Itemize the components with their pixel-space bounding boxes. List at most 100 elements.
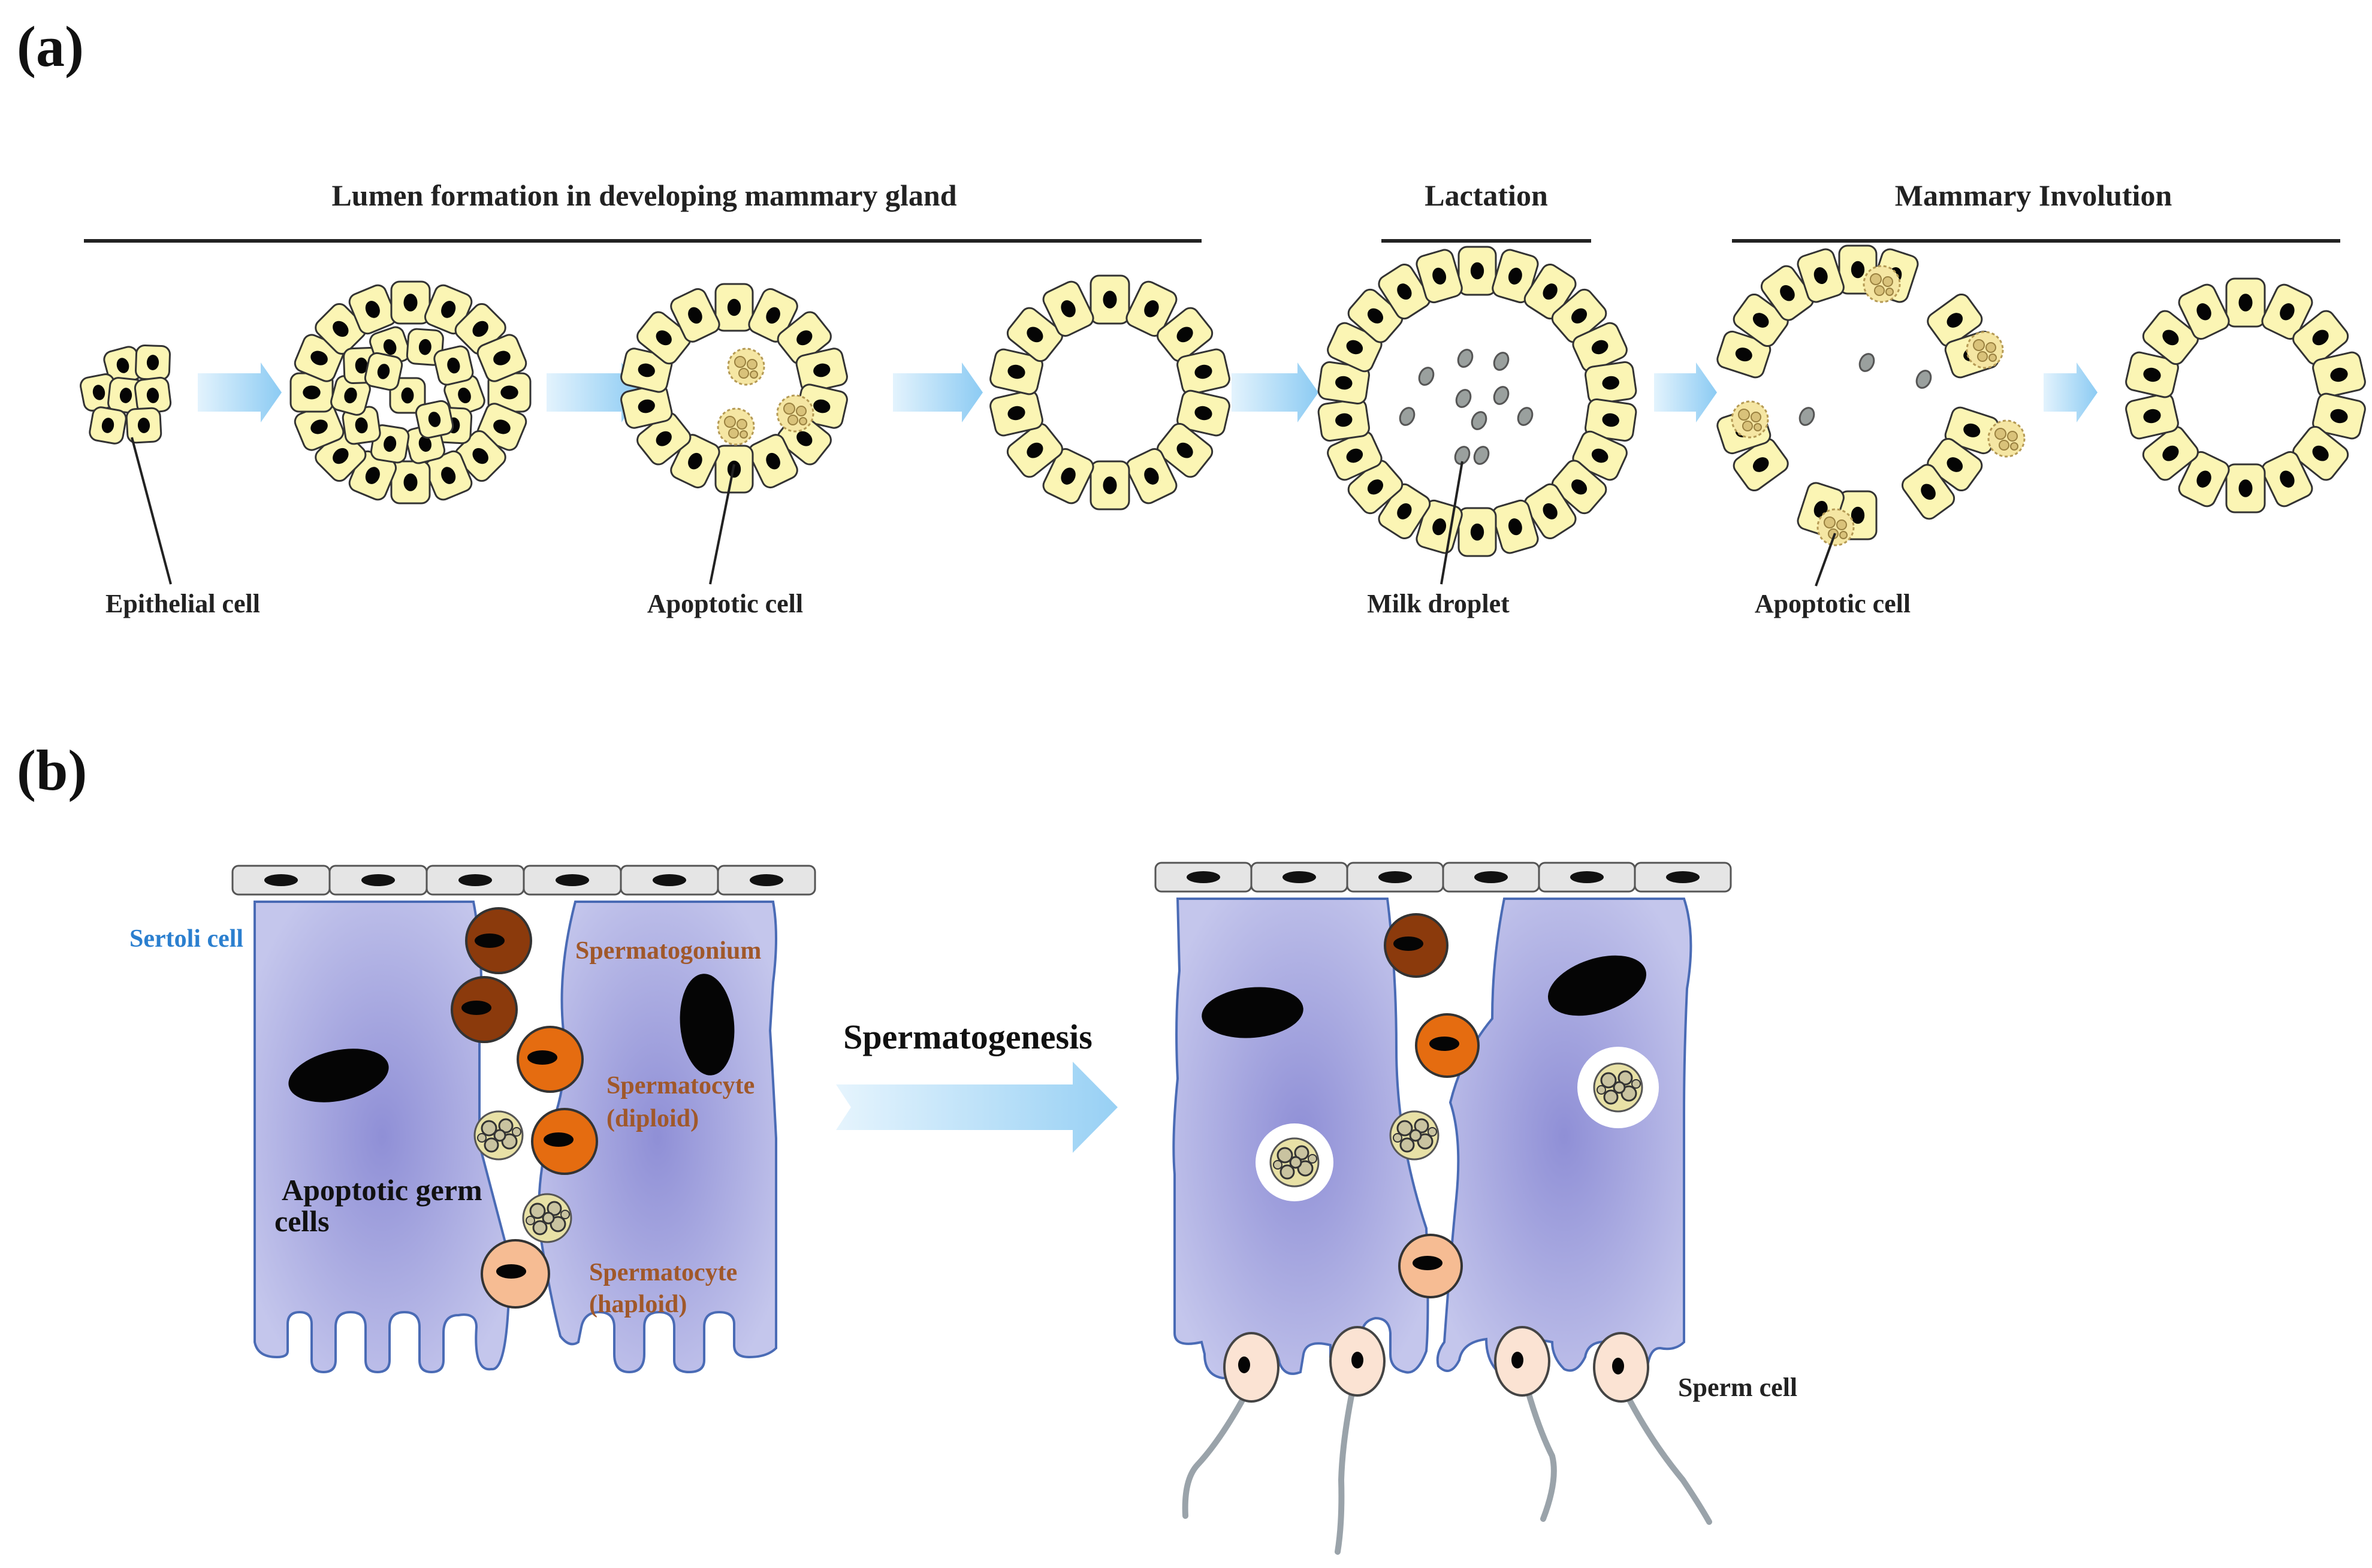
label-spermatogenesis: Spermatogenesis	[843, 1017, 1093, 1056]
epithelial-cell	[1416, 249, 1463, 304]
label-spermatocyte-haploid-1: Spermatocyte	[589, 1259, 737, 1286]
epithelial-cell	[103, 346, 143, 385]
epithelial-cell	[364, 352, 403, 391]
epithelial-cell	[2261, 283, 2313, 340]
stage-arrow	[547, 362, 642, 422]
epithelial-cell	[1125, 448, 1178, 504]
apoptotic-germ-cell	[522, 1193, 572, 1243]
epithelial-acinus-lactating	[1317, 246, 1637, 557]
label-spermatogonium: Spermatogonium	[575, 937, 761, 965]
epithelial-acinus-hollow	[989, 274, 1230, 510]
epithelial-cluster-small	[80, 345, 172, 445]
epithelial-cell	[1157, 422, 1214, 478]
epithelial-acinus-involuting	[1716, 244, 1999, 540]
epithelial-cell	[1042, 448, 1094, 504]
epithelial-cell	[1902, 464, 1955, 520]
label-apoptotic-germ-1: Apoptotic germ	[282, 1173, 482, 1207]
epithelial-cell	[2142, 310, 2199, 365]
sertoli-nucleus	[1202, 987, 1303, 1038]
epithelial-cell	[2178, 283, 2230, 340]
stage-arrow	[893, 362, 983, 422]
label-spermatocyte-diploid-2: (diploid)	[606, 1105, 699, 1132]
apoptotic-germ-cell	[473, 1110, 524, 1161]
epithelial-cell	[2225, 463, 2266, 513]
epithelial-cell	[636, 311, 692, 365]
panel-a-label: (a)	[17, 14, 84, 78]
epithelial-cell	[1457, 246, 1497, 296]
apoptotic-pointer-1	[709, 464, 735, 585]
epithelial-cell	[1176, 348, 1230, 395]
epithelial-pointer	[131, 437, 172, 585]
epithelial-cell	[2261, 451, 2313, 507]
apoptotic-cell	[1987, 419, 2026, 458]
epithelial-cell	[1492, 249, 1539, 304]
sertoli-nucleus	[1547, 955, 1647, 1016]
epithelial-cell	[1090, 460, 1130, 510]
epithelial-cell	[1944, 406, 1999, 455]
epithelial-cell	[348, 284, 397, 335]
epithelial-cell	[2292, 425, 2349, 481]
epithelial-cell	[670, 288, 720, 343]
apoptotic-germ-cell	[1389, 1110, 1440, 1161]
stage-arrow	[198, 362, 282, 422]
label-spermatocyte-haploid-2: (haploid)	[589, 1291, 687, 1318]
epithelial-cell	[2125, 351, 2179, 398]
epithelial-acinus-regressed	[2125, 277, 2366, 513]
spermatogonium-cell	[465, 907, 532, 974]
epithelial-cell	[415, 400, 454, 439]
apoptotic-cell	[1966, 331, 2004, 369]
epithelial-cell	[390, 460, 431, 504]
epithelial-cell	[476, 334, 527, 382]
sperm-cells	[1182, 1326, 1712, 1555]
epithelial-cell	[2312, 392, 2366, 440]
epithelial-cell	[406, 328, 444, 366]
label-spermatocyte-diploid-1: Spermatocyte	[606, 1072, 755, 1099]
apoptotic-cell	[717, 407, 755, 446]
epithelial-cell	[1006, 307, 1063, 362]
header-lactation: Lactation	[1425, 179, 1548, 212]
spermatocyte-haploid-cell	[481, 1239, 550, 1309]
label-apoptotic-germ-2: cells	[274, 1204, 330, 1238]
epithelial-cell	[1457, 507, 1497, 557]
stage-arrow	[1654, 362, 1717, 422]
epithelial-cell	[714, 283, 754, 332]
epithelial-cell	[989, 348, 1043, 395]
epithelial-cell	[2312, 351, 2366, 398]
epithelial-cell	[777, 311, 832, 365]
epithelial-cell	[2225, 277, 2266, 328]
epithelial-cell	[135, 345, 171, 380]
epithelial-cell	[294, 403, 345, 451]
spermatogenesis-arrow	[836, 1062, 1118, 1153]
epithelial-cell	[1347, 288, 1404, 343]
stage-arrow	[2044, 362, 2098, 422]
epithelial-cell	[2142, 425, 2199, 481]
epithelial-structures	[80, 244, 2366, 557]
epithelial-cell	[989, 389, 1043, 437]
spermatocyte-haploid-cell	[1398, 1234, 1463, 1298]
stage-arrows	[198, 362, 2098, 422]
epithelial-cluster-solid	[289, 280, 532, 504]
epithelial-cell	[1551, 460, 1607, 515]
spermatocyte-diploid-cell	[1415, 1013, 1480, 1078]
epithelial-cell	[1090, 274, 1130, 325]
epithelial-cell	[424, 450, 473, 501]
epithelial-cell	[1176, 389, 1230, 437]
label-apoptotic-cell-1: Apoptotic cell	[647, 589, 803, 618]
epithelial-cell	[433, 345, 474, 386]
sertoli-nucleus	[680, 974, 735, 1075]
apoptotic-cell	[1863, 265, 1901, 303]
stage-arrow	[1232, 362, 1318, 422]
sertoli-cell-left-a	[254, 901, 511, 1374]
label-sertoli-cell: Sertoli cell	[129, 925, 243, 953]
epithelial-cell	[1585, 398, 1637, 442]
epithelial-cell	[795, 348, 848, 393]
epithelial-cell	[390, 280, 431, 325]
sertoli-cell-right-b	[1436, 898, 1692, 1375]
spermatocyte-diploid-cell	[531, 1108, 598, 1175]
sertoli-nucleus	[288, 1049, 389, 1102]
epithelial-cell	[1585, 361, 1637, 405]
apoptotic-cell	[727, 348, 765, 386]
epithelial-cell	[125, 407, 162, 444]
basal-cell-row-right	[1154, 862, 1732, 893]
epithelial-cell	[1157, 307, 1214, 362]
